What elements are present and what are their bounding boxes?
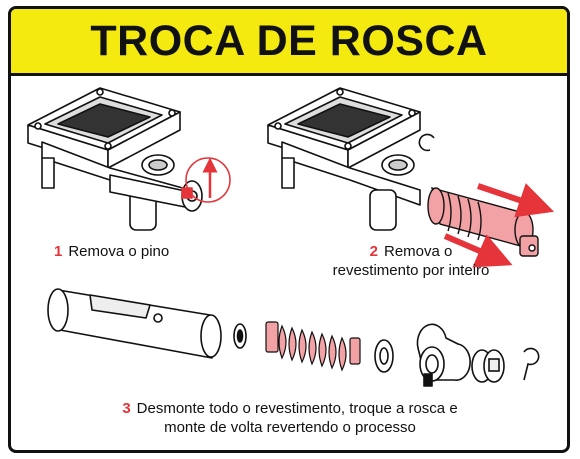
page-title: TROCA DE ROSCA — [90, 17, 488, 65]
title-banner: TROCA DE ROSCA — [11, 9, 567, 76]
machine-step2-illustration — [267, 87, 435, 231]
step3-caption: 3 Desmonte todo o revestimento, troque a … — [60, 399, 520, 437]
step1-number: 1 — [54, 243, 63, 260]
end-cap-part — [471, 347, 540, 383]
washer-large-part — [374, 339, 394, 373]
screw-spring-part — [265, 321, 361, 372]
washer-small-part — [233, 323, 247, 349]
step3-number: 3 — [122, 400, 131, 417]
step1-caption: 1 Remova o pino — [54, 242, 169, 261]
step2-caption: 2 Remova o revestimento por inteiro — [296, 242, 526, 280]
screw-assembly-highlight — [427, 187, 539, 257]
step2-number: 2 — [369, 243, 378, 260]
step2-text-line2: revestimento por inteiro — [332, 262, 490, 279]
sleeve-part — [47, 288, 222, 359]
step3-text-line2: monte de volta revertendo o processo — [164, 419, 416, 436]
nut-part — [416, 323, 471, 387]
step1-text: Remova o pino — [68, 243, 170, 260]
machine-step1-illustration — [27, 87, 203, 231]
step2-text-line1: Remova o — [383, 243, 453, 260]
step3-text-line1: Desmonte todo o revestimento, troque a r… — [136, 400, 458, 417]
right-arrow-lower-icon — [443, 233, 513, 268]
right-arrow-upper-icon — [477, 183, 555, 218]
highlight-circle — [185, 157, 231, 203]
